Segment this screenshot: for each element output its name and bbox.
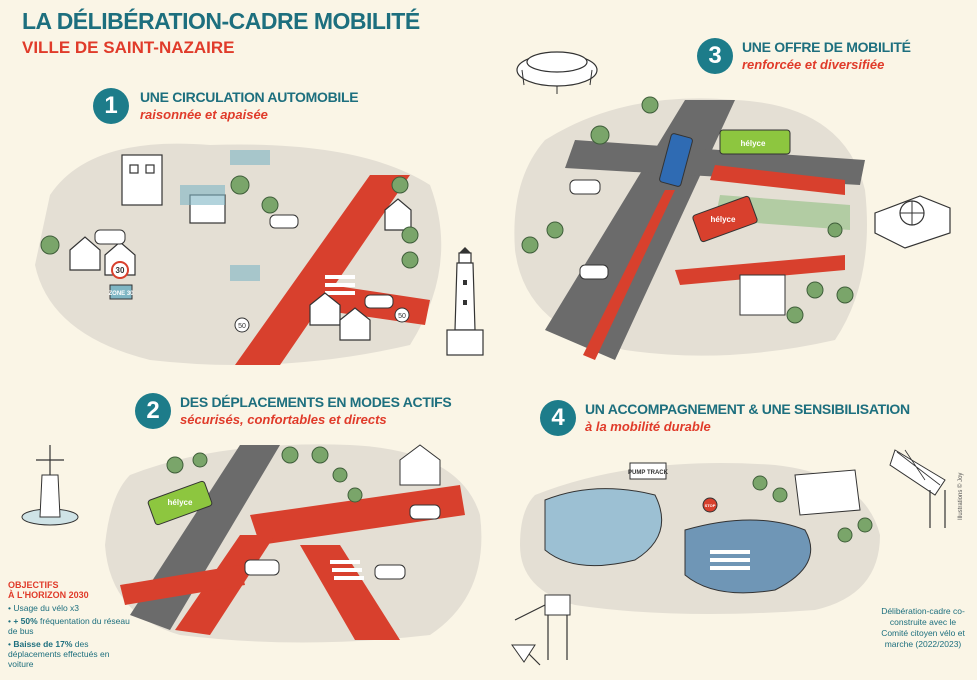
- section-1-title: UNE CIRCULATION AUTOMOBILE: [140, 89, 359, 105]
- objectives-list: • Usage du vélo x3 • + 50% fréquentation…: [8, 603, 130, 669]
- stop-sign: STOP: [705, 503, 716, 508]
- stadium-icon: [516, 51, 598, 94]
- section-3-title: UNE OFFRE DE MOBILITÉ: [742, 39, 911, 55]
- objectives-heading-horizon: À L'HORIZON 2030: [8, 590, 89, 600]
- pumptrack-sign: PUMP TRACK: [628, 470, 669, 476]
- scene-mobility-offer: hélyce hélyce: [514, 96, 867, 360]
- speed-30-sign: 30: [116, 266, 125, 275]
- speed-50-sign-a: 50: [238, 323, 246, 330]
- scene-active-modes: hélyce: [105, 444, 482, 643]
- section-4-subtitle: à la mobilité durable: [585, 419, 711, 434]
- illustration-credit: Illustrations © Joy: [958, 472, 964, 520]
- section-1-number: 1: [93, 88, 129, 124]
- section-2-number: 2: [135, 393, 171, 429]
- bus-brand-green: hélyce: [741, 139, 766, 148]
- scene-car-traffic: ZONE 30 30 50 50: [35, 143, 442, 365]
- objective-item: • Baisse de 17% des déplacements effectu…: [8, 639, 110, 669]
- section-3-number: 3: [697, 38, 733, 74]
- objectives-box: OBJECTIFS À L'HORIZON 2030 • Usage du vé…: [8, 580, 130, 672]
- page-title: LA DÉLIBÉRATION-CADRE MOBILITÉ: [22, 8, 420, 34]
- section-2-title: DES DÉPLACEMENTS EN MODES ACTIFS: [180, 394, 452, 410]
- fishing-hut-icon: [511, 594, 571, 666]
- section-4-title: UN ACCOMPAGNEMENT & UNE SENSIBILISATION: [585, 401, 910, 417]
- scene-awareness: PUMP TRACK STOP: [520, 462, 880, 614]
- section-1-subtitle: raisonnée et apaisée: [140, 107, 268, 122]
- lighthouse-icon: [446, 247, 484, 356]
- sea-tower-icon: [21, 445, 79, 526]
- speed-50-sign-b: 50: [398, 313, 406, 320]
- objective-item: • + 50% fréquentation du réseau de bus: [8, 616, 130, 636]
- bus-brand-active: hélyce: [168, 498, 193, 507]
- section-2-subtitle: sécurisés, confortables et directs: [180, 412, 387, 427]
- zone30-label: ZONE 30: [108, 291, 134, 297]
- objective-item: • Usage du vélo x3: [8, 603, 80, 613]
- section-4-number: 4: [540, 400, 576, 436]
- co-construction-note: Délibération-cadre co-construite avec le…: [881, 606, 965, 649]
- objectives-heading: OBJECTIFS: [8, 580, 59, 590]
- crane-icon: [889, 449, 946, 528]
- page-subtitle: VILLE DE SAINT-NAZAIRE: [22, 38, 235, 57]
- section-3-subtitle: renforcée et diversifiée: [742, 57, 885, 72]
- globe-building-icon: [874, 195, 951, 249]
- bus-brand-red: hélyce: [711, 215, 736, 224]
